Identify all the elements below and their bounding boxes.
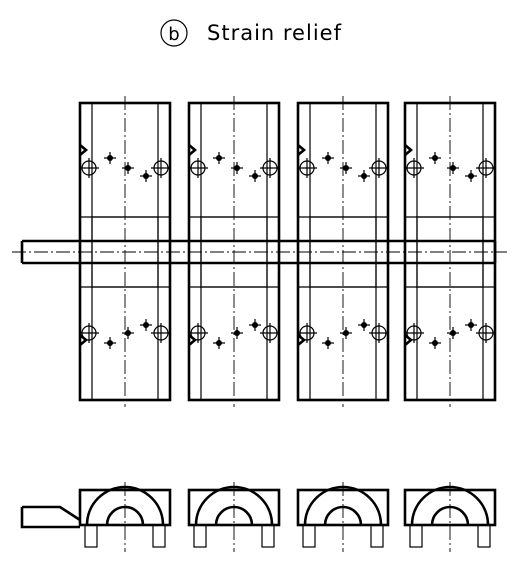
bottom-bolt-row — [297, 319, 389, 349]
plan-view — [78, 96, 497, 407]
figure-badge-letter: b — [168, 24, 179, 45]
side-module-3 — [296, 482, 390, 552]
notch — [188, 334, 198, 346]
top-bolt-row — [188, 152, 280, 182]
side-view — [20, 482, 497, 552]
side-foot — [409, 524, 423, 548]
figure-heading: b Strain relief — [160, 19, 342, 47]
figure-badge-circle — [160, 19, 188, 47]
bottom-bolt-row — [79, 319, 171, 349]
side-foot — [477, 524, 491, 548]
side-module-1 — [78, 482, 172, 552]
side-foot — [193, 524, 207, 548]
figure-title: Strain relief — [207, 21, 342, 45]
bottom-bolt-row — [404, 319, 496, 349]
clamp-module-4 — [403, 96, 497, 407]
notch — [79, 144, 89, 156]
top-bolt-row — [297, 152, 389, 182]
side-foot — [370, 524, 384, 548]
notch — [79, 334, 89, 346]
side-module-4 — [403, 482, 497, 552]
top-bolt-row — [79, 152, 171, 182]
side-module-2 — [187, 482, 281, 552]
notch — [297, 144, 307, 156]
notch — [404, 334, 414, 346]
notch — [404, 144, 414, 156]
clamp-module-1 — [78, 96, 172, 407]
clamp-module-2 — [187, 96, 281, 407]
top-bolt-row — [404, 152, 496, 182]
side-foot — [302, 524, 316, 548]
cable-shaft — [12, 239, 507, 265]
side-rail — [20, 505, 81, 529]
side-foot — [152, 524, 166, 548]
side-foot — [261, 524, 275, 548]
side-foot — [84, 524, 98, 548]
clamp-module-3 — [296, 96, 390, 407]
notch — [297, 334, 307, 346]
notch — [188, 144, 198, 156]
bottom-bolt-row — [188, 319, 280, 349]
